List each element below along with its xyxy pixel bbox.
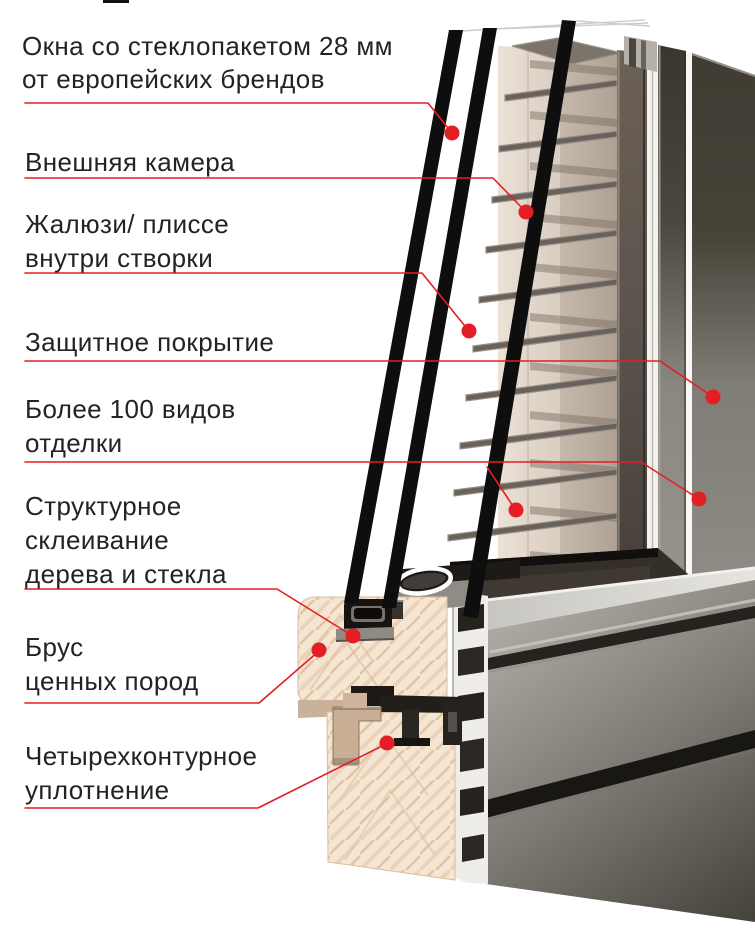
leader-lines [24,102,714,809]
pointer-dot [705,389,721,405]
label-line: Структурное [25,491,182,521]
label-line: отделки [25,428,123,458]
label-line: Жалюзи/ плиссе [25,209,230,239]
label-timber: Брус ценных пород [25,630,199,698]
pointer-dot [345,628,361,644]
aluminum-sill-profiles [452,580,755,922]
label-line: ценных пород [25,666,199,696]
label-glazing-unit: Окна со стеклопакетом 28 мм от европейск… [22,30,393,96]
pointer-dots [311,125,721,751]
label-line: Четырехконтурное [25,741,258,771]
glass-pane-inner [463,20,576,618]
label-blinds: Жалюзи/ плиссе внутри створки [25,207,229,275]
label-line: Более 100 видов [25,394,236,424]
label-four-contour-seal: Четырехконтурное уплотнение [25,739,257,807]
sash-glazing-channel [617,36,658,604]
pointer-dot [518,204,534,220]
label-finish-types: Более 100 видов отделки [25,392,236,460]
label-line: от европейских брендов [22,64,325,94]
pointer-dot [379,735,395,751]
sill-top-highlight [469,566,755,604]
glass-panes [344,20,576,618]
pointer-dot [311,642,327,658]
crop-artifact [103,0,129,3]
pointer-dot [691,491,707,507]
label-structural-glue: Структурное склеивание дерева и стекла [25,489,227,591]
sill-top-surface [470,568,755,634]
pointer-dot [461,323,477,339]
glass-pane-middle [382,28,497,608]
label-line: Защитное покрытие [25,327,275,357]
label-line: склеивание [25,525,170,555]
pointer-dot [444,125,460,141]
label-line: дерева и стекла [25,559,227,589]
glass-pane-outer [344,30,463,603]
label-outer-chamber: Внешняя камера [25,145,235,179]
label-line: Внешняя камера [25,147,236,177]
outer-aluminum-cladding [658,45,755,595]
four-contour-seals [332,693,462,766]
label-protective-coating: Защитное покрытие [25,325,274,359]
pointer-dot [508,502,524,518]
label-line: Брус [25,632,84,662]
label-line: уплотнение [25,775,170,805]
label-line: внутри створки [25,243,214,273]
label-line: Окна со стеклопакетом 28 мм [22,31,393,61]
